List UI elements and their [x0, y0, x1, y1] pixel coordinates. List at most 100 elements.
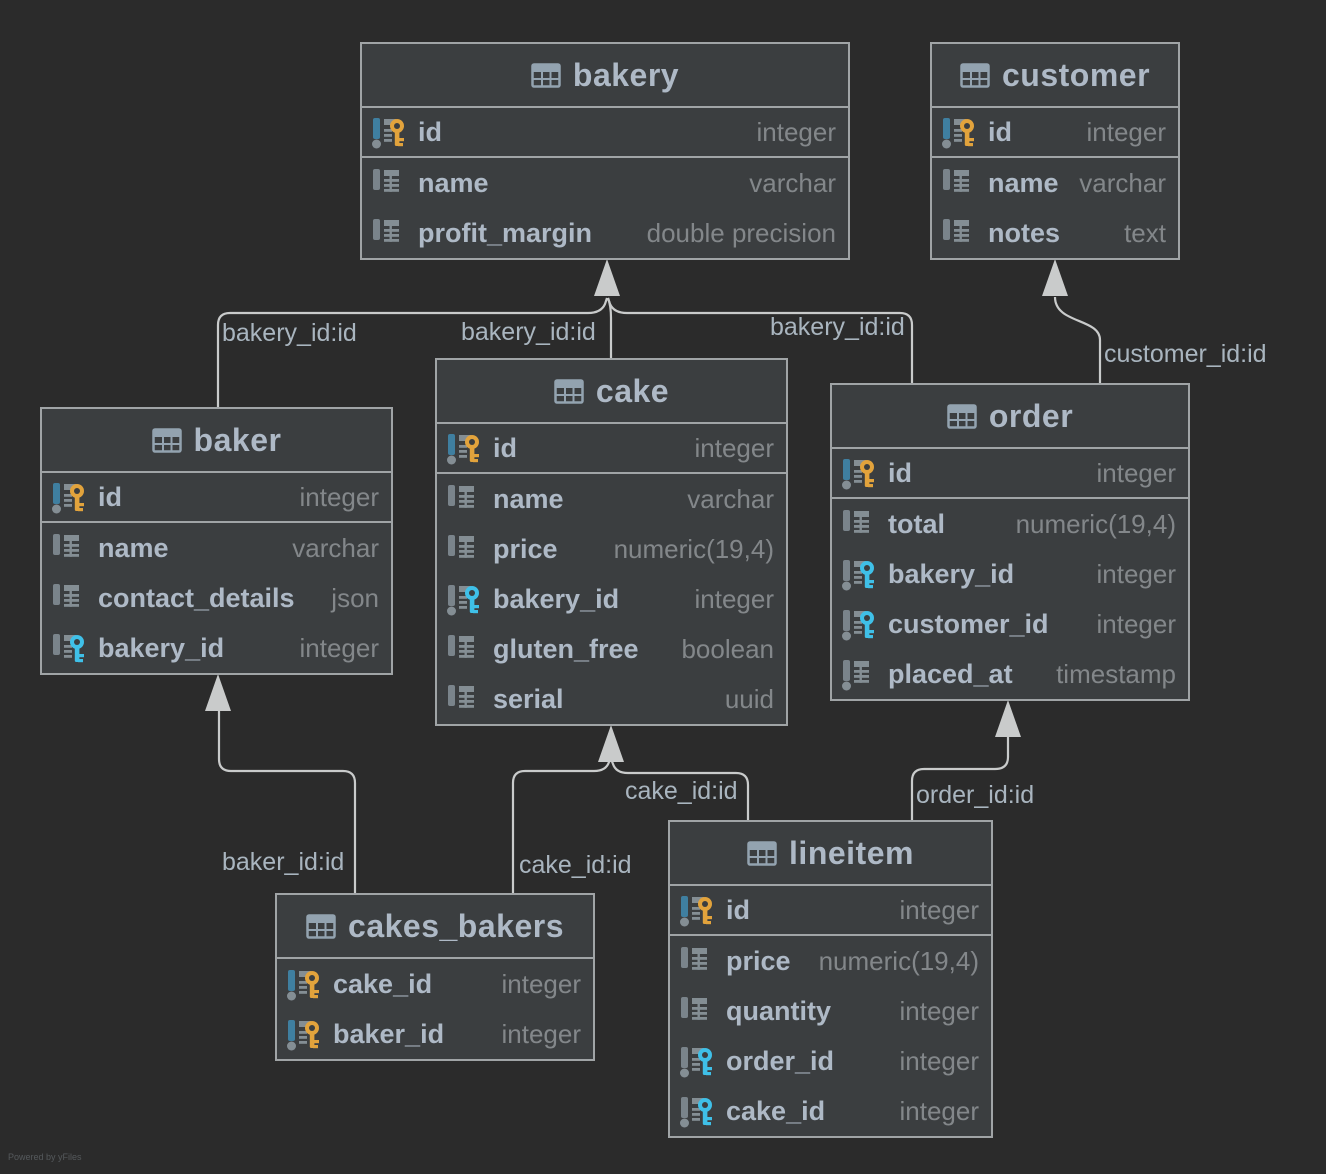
- edge-label-cakes_bakers.baker_id: baker_id:id: [222, 848, 345, 876]
- column-row-lineitem-order_id[interactable]: order_id integer: [670, 1036, 991, 1086]
- column-type: integer: [1096, 558, 1177, 589]
- column-name: cake_id: [333, 968, 433, 999]
- column-name: serial: [493, 683, 564, 714]
- column-type: numeric(19,4): [613, 533, 774, 564]
- column-type: timestamp: [1056, 658, 1176, 689]
- table-header-cakes_bakers[interactable]: cakes_bakers: [277, 895, 593, 959]
- table-icon: [960, 62, 990, 89]
- column-name: customer_id: [888, 608, 1049, 639]
- table-title: order: [988, 397, 1074, 434]
- column-icon: [678, 942, 718, 980]
- column-name: bakery_id: [888, 558, 1015, 589]
- foreign-key-icon: [840, 555, 880, 593]
- table-title: customer: [1001, 56, 1151, 93]
- table-icon: [554, 378, 584, 405]
- edge-label-baker.bakery_id: bakery_id:id: [222, 319, 357, 347]
- column-name: name: [988, 167, 1059, 198]
- column-icon: [445, 680, 485, 718]
- table-header-lineitem[interactable]: lineitem: [670, 822, 991, 886]
- edge-label-lineitem.order_id: order_id:id: [916, 781, 1035, 809]
- column-type: integer: [501, 968, 582, 999]
- arrowhead-into-baker: [205, 674, 231, 711]
- column-row-cakes_bakers-cake_id[interactable]: cake_id integer: [277, 959, 593, 1009]
- primary-key-icon: [50, 478, 90, 516]
- column-type: integer: [501, 1018, 582, 1049]
- column-type: numeric(19,4): [818, 945, 979, 976]
- edge-baker.bakery_id-to-bakery.id: [216, 297, 609, 407]
- table-header-order[interactable]: order: [832, 385, 1188, 449]
- column-name: id: [418, 116, 442, 147]
- column-row-cake-price[interactable]: price numeric(19,4): [437, 524, 786, 574]
- column-icon: [840, 505, 880, 543]
- table-icon: [306, 913, 336, 940]
- column-type: varchar: [292, 532, 379, 563]
- column-icon: [50, 579, 90, 617]
- column-name: name: [493, 483, 564, 514]
- table-icon: [947, 403, 977, 430]
- column-type: integer: [694, 583, 775, 614]
- column-name: price: [493, 533, 558, 564]
- primary-key-icon: [285, 965, 325, 1003]
- column-type: json: [331, 582, 379, 613]
- table-header-customer[interactable]: customer: [932, 44, 1178, 108]
- column-type: text: [1124, 217, 1166, 248]
- table-header-baker[interactable]: baker: [42, 409, 391, 473]
- column-name: cake_id: [726, 1095, 826, 1126]
- table-header-cake[interactable]: cake: [437, 360, 786, 424]
- table-icon: [151, 427, 182, 454]
- arrowhead-into-cake: [598, 725, 624, 762]
- table-header-bakery[interactable]: bakery: [362, 44, 848, 108]
- column-type: integer: [299, 481, 380, 512]
- column-row-cake-bakery_id[interactable]: bakery_id integer: [437, 574, 786, 624]
- table-title: bakery: [572, 56, 680, 93]
- edge-label-order.bakery_id: bakery_id:id: [770, 313, 905, 341]
- column-name: total: [888, 508, 945, 539]
- column-icon: [445, 630, 485, 668]
- column-name: profit_margin: [418, 217, 593, 248]
- column-type: integer: [899, 1045, 980, 1076]
- column-name: bakery_id: [493, 583, 620, 614]
- column-type: integer: [1096, 608, 1177, 639]
- primary-key-icon: [370, 113, 410, 151]
- column-type: integer: [1086, 116, 1167, 147]
- column-row-order-bakery_id[interactable]: bakery_id integer: [832, 549, 1188, 599]
- edge-order.customer_id-to-customer.id: [1053, 296, 1102, 383]
- arrowhead-into-bakery: [594, 259, 620, 296]
- column-row-order-customer_id[interactable]: customer_id integer: [832, 599, 1188, 649]
- column-name: quantity: [726, 995, 831, 1026]
- column-name: order_id: [726, 1045, 835, 1076]
- column-icon: [370, 164, 410, 202]
- column-type: integer: [299, 632, 380, 663]
- foreign-key-icon: [678, 1042, 718, 1080]
- primary-key-icon: [840, 454, 880, 492]
